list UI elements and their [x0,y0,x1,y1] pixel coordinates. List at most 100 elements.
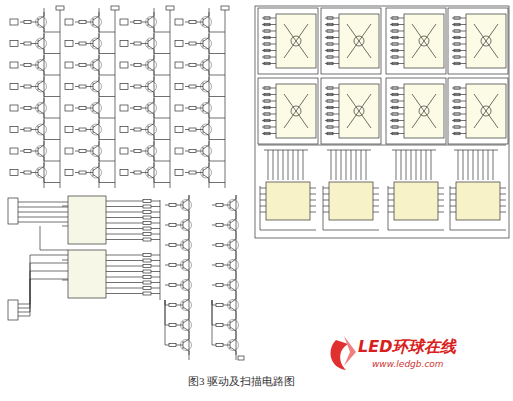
wire [262,127,276,128]
wire [99,32,115,33]
wire [106,277,143,278]
pin-pad [120,84,128,90]
wire [390,94,404,95]
wire [38,147,39,155]
wire [336,150,337,180]
wire [99,53,115,54]
wire [151,201,160,202]
wire [325,18,339,19]
resistor-symbol [392,56,398,58]
wire [412,94,436,128]
wire [452,24,466,25]
wire [452,94,466,95]
pin-pad [10,105,18,111]
wire [20,65,24,66]
wire [260,194,266,195]
wire [236,275,237,279]
led-matrix-module [276,84,316,138]
resistor-symbol [143,216,151,219]
wire [293,150,294,180]
wire [31,129,38,130]
wire [20,151,24,152]
resistor-symbol [454,119,460,121]
wire [165,285,169,286]
wire [438,206,444,207]
wire [183,261,184,269]
wire [75,129,79,130]
wire [99,161,115,162]
resistor-symbol [392,119,398,121]
resistor-symbol [216,284,223,287]
wire [18,312,30,313]
pin-pad [120,148,128,154]
resistor-symbol [24,107,31,110]
resistor-symbol [392,30,398,32]
resistor-symbol [454,132,460,134]
transistor-symbol [146,38,157,49]
wire [151,228,160,229]
wire [450,194,456,195]
pin-pad [65,84,73,90]
wire [236,335,237,339]
resistor-symbol [327,106,333,108]
wire [44,141,45,145]
resistor-symbol [327,43,333,45]
wire [209,55,210,59]
wire [262,24,276,25]
resistor-symbol [454,43,460,45]
transistor-symbol [36,124,47,135]
pin-pad [120,19,128,25]
wire [154,120,155,124]
wire [323,188,329,189]
pin-pad [120,62,128,68]
wire [189,235,190,239]
wire [189,275,190,279]
resistor-symbol [169,284,176,287]
resistor-symbol [216,264,223,267]
wire [388,212,394,213]
wire [325,57,339,58]
wire [176,225,183,226]
wire [450,200,456,201]
wire [212,345,216,346]
wire [223,205,230,206]
resistor-symbol [24,85,31,88]
wire [438,200,444,201]
wire [223,305,230,306]
resistor-symbol [189,171,196,174]
transistor-symbol [91,38,102,49]
pin-pad [65,19,73,25]
transistor-symbol [36,60,47,71]
wire [474,94,498,128]
wire [44,163,45,167]
wire [86,151,93,152]
wire [351,150,352,180]
wire [196,43,203,44]
wire [474,24,498,58]
wire [44,120,45,124]
wire [151,271,160,272]
resistor-symbol [454,87,460,89]
wire [44,114,45,118]
wire [262,94,276,95]
wire [230,201,231,209]
wire [212,300,213,345]
wire [93,61,94,69]
transistor-symbol [146,60,157,71]
wire [30,263,68,264]
transistor-symbol [181,200,192,211]
resistor-symbol [392,23,398,25]
wire [99,120,100,124]
resistor-symbol [216,244,223,247]
wire [154,157,155,161]
wire [106,255,143,256]
wire [209,96,225,97]
transistor-symbol [146,167,157,178]
wire [452,57,466,58]
wire [452,127,466,128]
wire [130,172,134,173]
resistor-symbol [143,238,151,241]
wire [31,86,38,87]
wire [209,118,225,119]
wire [106,288,143,289]
